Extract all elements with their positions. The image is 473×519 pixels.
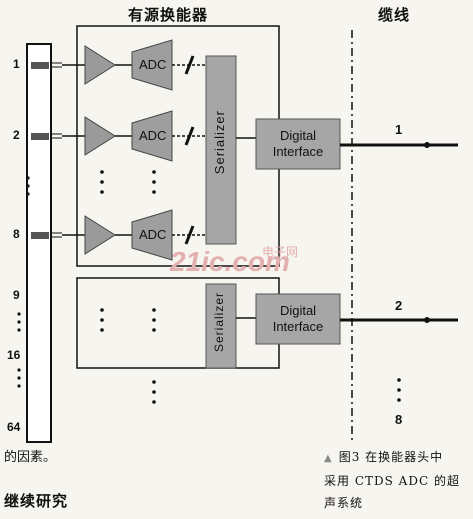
adc-1	[131, 39, 173, 91]
caption-line-3: 声系统	[324, 496, 364, 510]
adc-label-8: ADC	[139, 227, 167, 242]
element-number-64: 64	[7, 420, 21, 434]
digital-interface-block-2	[255, 293, 341, 345]
channel-8	[62, 209, 208, 261]
element-number-2: 2	[13, 128, 20, 142]
channel-2	[62, 110, 208, 162]
cable-number-8: 8	[395, 412, 403, 427]
element-tab-1	[31, 62, 62, 69]
element-tab-8	[31, 232, 62, 239]
amplifier-8	[84, 215, 116, 255]
adc-8	[131, 209, 173, 261]
cable-number-1: 1	[395, 122, 403, 137]
channel-ellipsis-dots	[17, 170, 156, 404]
digital-interface-label-1: Digital Interface	[256, 128, 340, 160]
cable-ellipsis-dots	[397, 378, 401, 402]
element-number-1: 1	[13, 57, 20, 71]
adc-label-1: ADC	[139, 57, 167, 72]
cable-header: 缆线	[378, 6, 411, 24]
element-tab-2	[31, 133, 62, 140]
active-transducer-header: 有源换能器	[128, 6, 209, 24]
watermark-logo: 21ic.com	[170, 246, 290, 277]
serializer-label-2: Serializer	[212, 292, 226, 353]
figure-caption: ▲ 图3 在换能器头中 采用 CTDS ADC 的超 声系统	[324, 446, 470, 514]
channel-1	[62, 39, 208, 91]
element-number-16: 16	[7, 348, 21, 362]
lower-channel-box	[76, 277, 280, 369]
digital-interface-line1: Digital	[279, 128, 317, 143]
cable-number-2: 2	[395, 298, 403, 313]
adc-label-2: ADC	[139, 128, 167, 143]
digital-interface-line2: Interface	[272, 319, 324, 334]
digital-interface-line2: Interface	[272, 144, 324, 159]
element-number-9: 9	[13, 288, 20, 302]
system-diagram	[17, 25, 458, 443]
watermark-sub: 电子网	[262, 245, 299, 259]
element-number-8: 8	[13, 227, 20, 241]
serializer-block-2	[205, 283, 237, 369]
digital-interface-block-1	[255, 118, 341, 170]
caption-marker-icon: ▲	[324, 453, 333, 464]
caption-line-2: 采用 CTDS ADC 的超	[324, 474, 460, 488]
serializer-label-1: Serializer	[212, 110, 227, 175]
amplifier-2	[84, 116, 116, 156]
amplifier-1	[84, 45, 116, 85]
body-text-fragment: 的因素。	[4, 450, 57, 465]
serializer-block-1	[205, 55, 237, 245]
transducer-array-strip	[26, 43, 52, 443]
digital-interface-line1: Digital	[279, 303, 317, 318]
section-heading: 继续研究	[4, 492, 69, 510]
adc-2	[131, 110, 173, 162]
caption-line-1: 图3 在换能器头中	[338, 450, 444, 464]
digital-interface-label-2: Digital Interface	[256, 303, 340, 335]
